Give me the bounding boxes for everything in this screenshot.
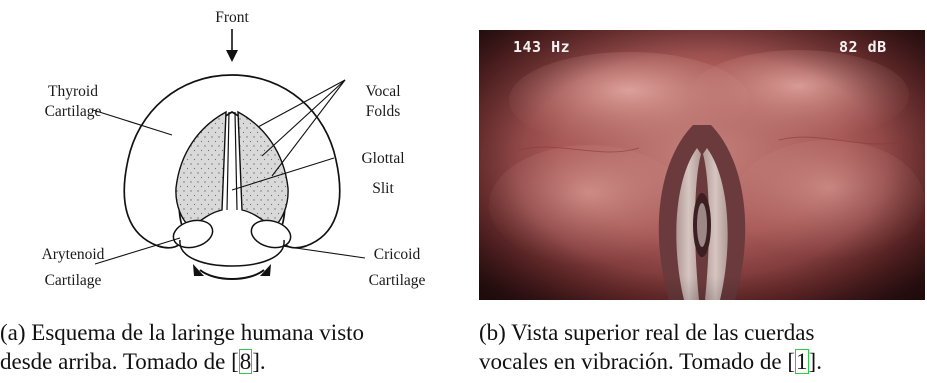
- label-thyroid-line1: Thyroid: [48, 83, 98, 100]
- caption-b-line1: (b) Vista superior real de las cuerdas: [479, 320, 814, 345]
- label-arytenoid-line2: Cartilage: [45, 272, 102, 289]
- rotation-arrow: [200, 270, 264, 279]
- label-front: Front: [215, 9, 249, 26]
- label-glottal-line2: Slit: [372, 180, 394, 197]
- caption-a-line1: (a) Esquema de la laringe humana visto: [0, 320, 364, 345]
- vocal-folds-photo: 143 Hz 82 dB: [479, 30, 925, 300]
- citation-link-8[interactable]: 8: [239, 349, 253, 374]
- caption-a-line2: desde arriba. Tomado de [: [0, 349, 239, 374]
- label-vocal-line1: Vocal: [365, 83, 400, 100]
- citation-link-1[interactable]: 1: [795, 349, 809, 374]
- caption-b-line2: vocales en vibración. Tomado de [: [479, 349, 795, 374]
- caption-b-suffix: ].: [809, 349, 822, 374]
- label-arytenoid-line1: Arytenoid: [42, 246, 105, 263]
- caption-figure-a: (a) Esquema de la laringe humana visto de…: [0, 318, 468, 376]
- caption-a-suffix: ].: [252, 349, 265, 374]
- label-cricoid-line1: Cricoid: [374, 246, 421, 263]
- caption-figure-b: (b) Vista superior real de las cuerdas vo…: [479, 318, 927, 376]
- label-glottal-line1: Glottal: [361, 150, 404, 167]
- rotation-arrow-head-left: [193, 264, 204, 276]
- label-thyroid-line2: Cartilage: [45, 103, 102, 120]
- glottal-slit: [227, 112, 237, 210]
- frequency-readout: 143 Hz: [513, 38, 570, 56]
- label-cricoid-line2: Cartilage: [369, 272, 426, 289]
- label-vocal-line2: Folds: [366, 103, 400, 120]
- rotation-arrow-head-right: [260, 264, 271, 276]
- decibel-readout: 82 dB: [839, 38, 887, 56]
- larynx-diagram: Front Thyroid Cartilage Vocal Folds Glot…: [0, 0, 470, 300]
- front-arrow-head: [226, 50, 238, 62]
